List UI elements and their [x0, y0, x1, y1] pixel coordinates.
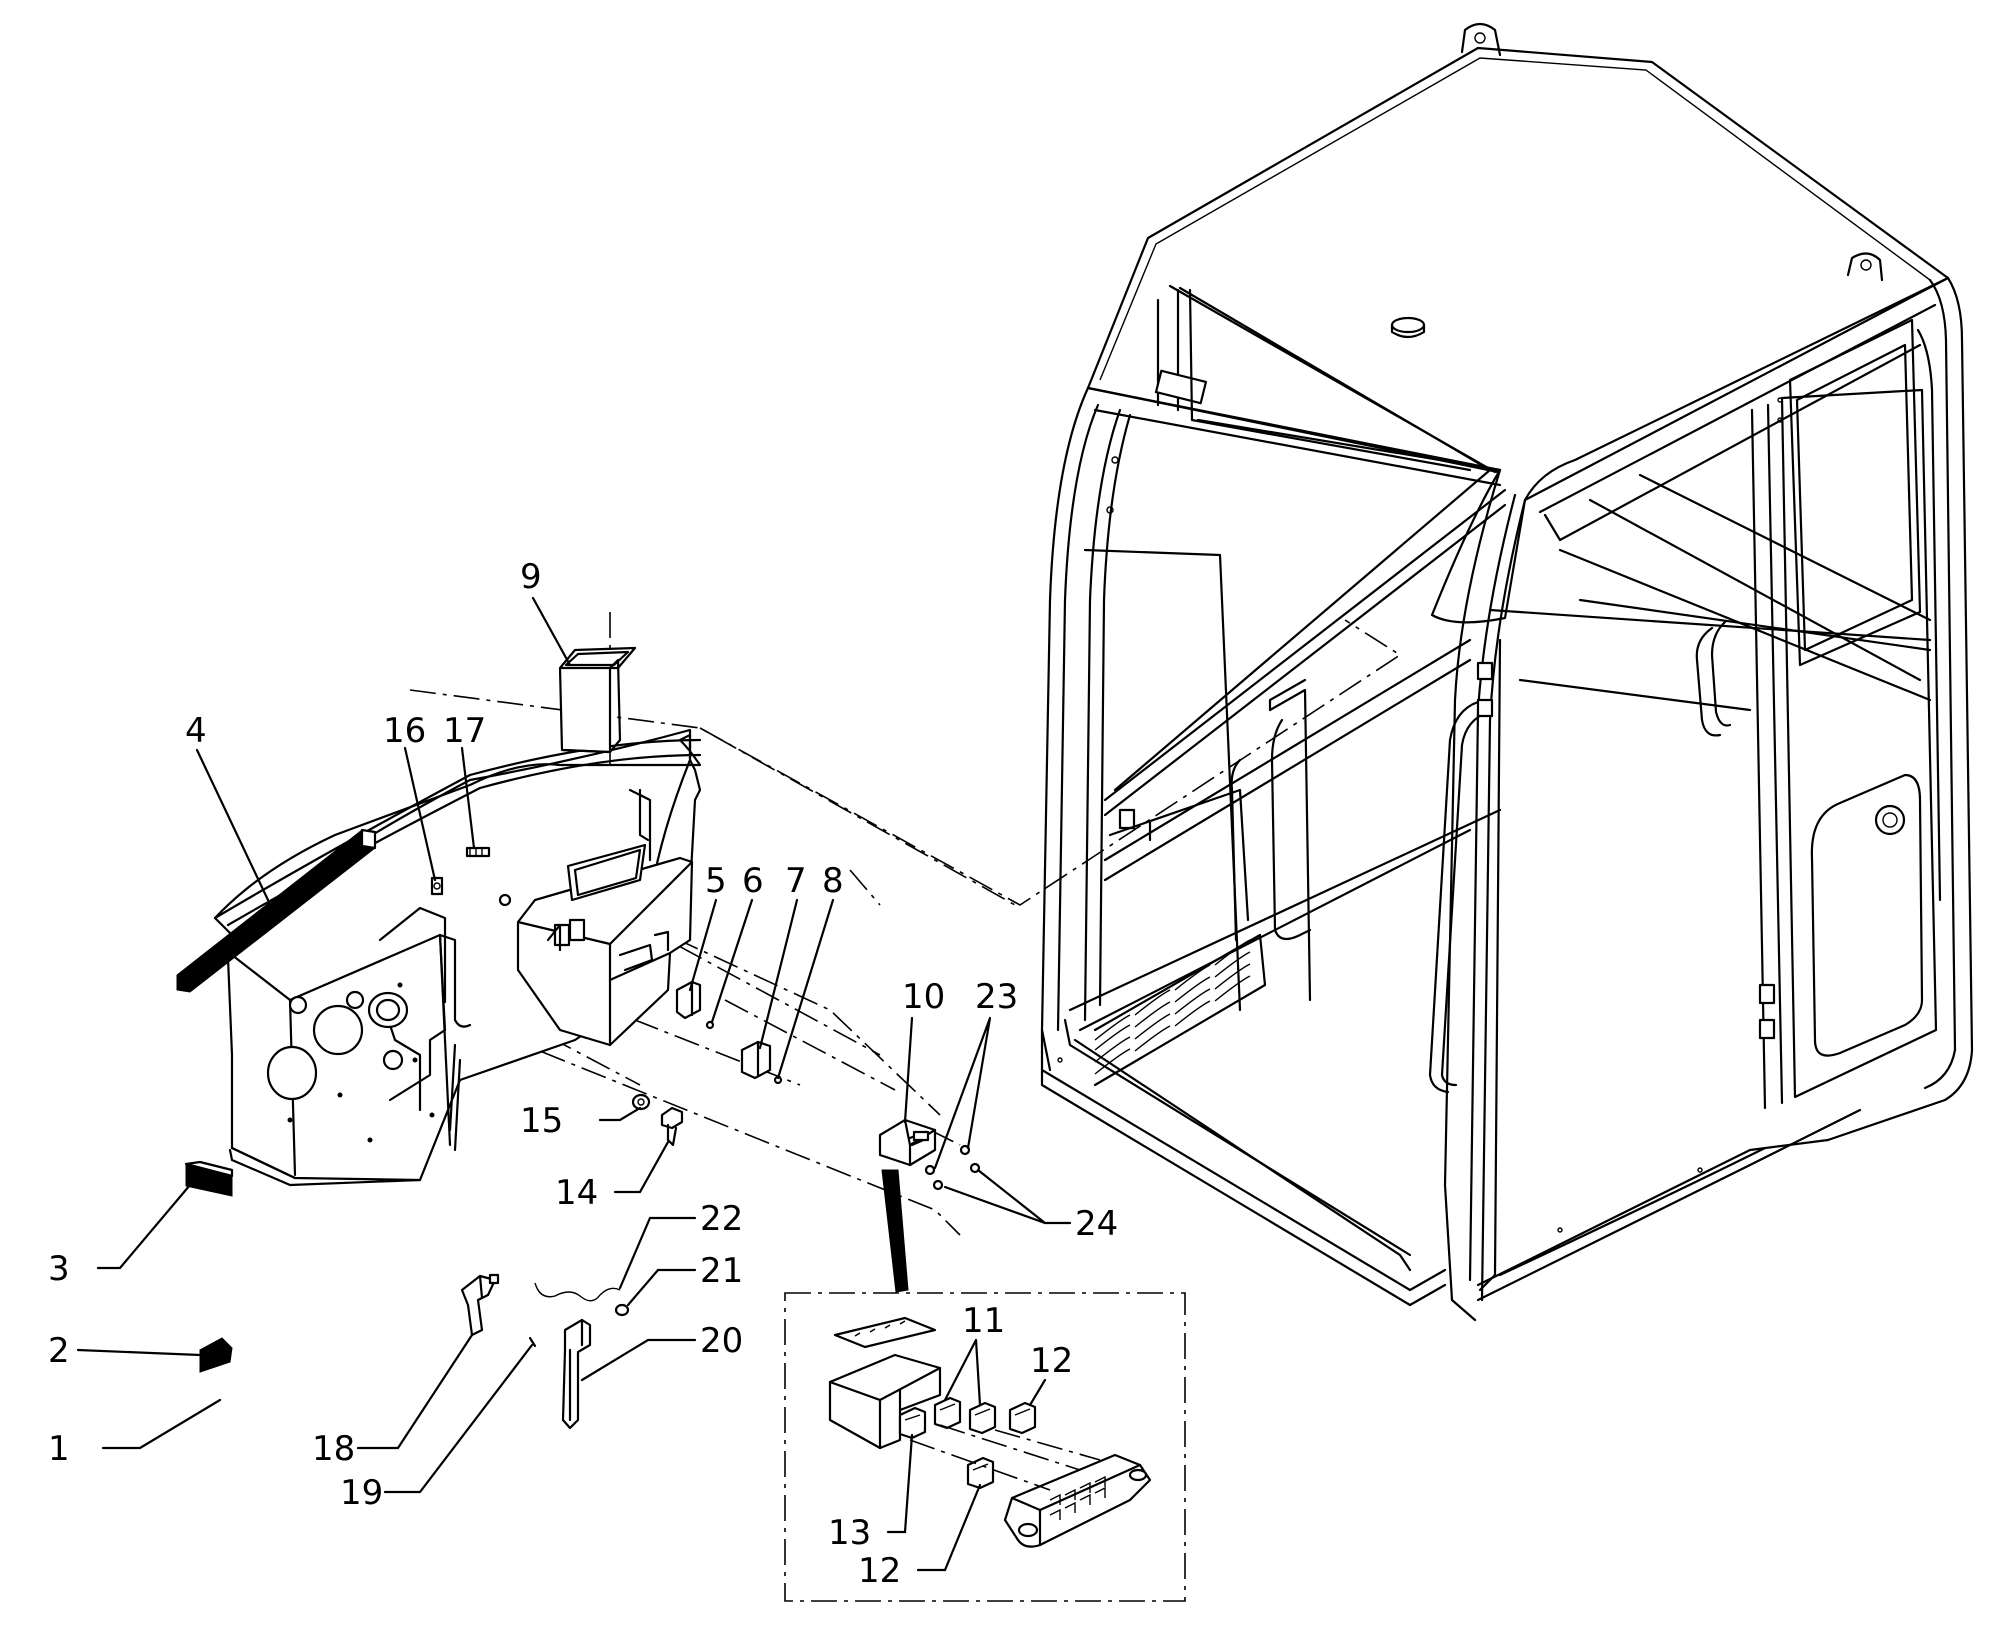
leader-7 [758, 898, 799, 1050]
part-3-trim-block [184, 1160, 234, 1197]
callout-19: 19 [340, 1473, 383, 1513]
part-20-lever [561, 1318, 592, 1430]
part-7-switch [740, 1040, 772, 1080]
part-18-bracket [460, 1273, 500, 1337]
callout-3: 3 [48, 1249, 70, 1289]
part-4-trim-bar [176, 828, 377, 993]
leader-15 [598, 1106, 642, 1122]
leader-1 [101, 1398, 222, 1450]
part-17-connector [465, 846, 491, 858]
leader-5 [688, 898, 718, 992]
part-2-trim-block [199, 1337, 233, 1373]
leader-12a [1028, 1378, 1047, 1407]
detail-pointer [881, 1169, 909, 1293]
console-upper-box [498, 843, 694, 1047]
part-22-cable [534, 1282, 621, 1302]
part-21-knob [614, 1303, 630, 1317]
relay-detail-view [784, 1292, 1186, 1602]
part-16-clip [430, 876, 444, 896]
leader-8 [776, 898, 835, 1080]
callout-10: 10 [902, 977, 945, 1017]
callout-21: 21 [700, 1251, 743, 1291]
leader-4 [195, 748, 270, 902]
leader-6 [710, 898, 754, 1024]
leader-2 [76, 1348, 202, 1357]
leader-23 [933, 1016, 992, 1170]
leader-20 [580, 1338, 697, 1382]
callout-7: 7 [785, 861, 807, 901]
callout-6: 6 [742, 861, 764, 901]
callout-20: 20 [700, 1321, 743, 1361]
callout-12a: 12 [1030, 1341, 1073, 1381]
leader-lines [76, 596, 1072, 1572]
leader-18 [356, 1333, 474, 1450]
callout-15: 15 [520, 1101, 563, 1141]
part-15-washer [631, 1093, 651, 1111]
callout-8: 8 [822, 861, 844, 901]
callout-13: 13 [828, 1513, 871, 1553]
callout-4: 4 [185, 711, 207, 751]
leader-21 [626, 1268, 697, 1307]
leader-22 [618, 1216, 697, 1290]
leader-3 [96, 1183, 192, 1270]
callout-22: 22 [700, 1199, 743, 1239]
part-10-relay-box [878, 1118, 937, 1167]
callout-17: 17 [443, 711, 486, 751]
callout-16: 16 [383, 711, 426, 751]
part-19-pin [528, 1336, 537, 1348]
callout-14: 14 [555, 1173, 598, 1213]
part-24-screw [932, 1162, 981, 1191]
callout-23: 23 [975, 977, 1018, 1017]
callout-2: 2 [48, 1331, 70, 1371]
leader-19 [383, 1343, 534, 1494]
callout-labels: 1 2 3 4 5 6 7 8 9 10 11 12 12 13 14 15 1… [48, 557, 1118, 1591]
leader-11 [943, 1338, 982, 1407]
part-1-console-panel [213, 728, 702, 1187]
part-6-terminal [705, 1020, 715, 1030]
part-9-storage-box [558, 646, 637, 754]
callout-24: 24 [1075, 1204, 1118, 1244]
callout-18: 18 [312, 1429, 355, 1469]
leader-14 [613, 1140, 670, 1194]
part-5-switch [675, 980, 702, 1020]
leader-10 [903, 1016, 914, 1124]
callout-1: 1 [48, 1429, 70, 1469]
leader-13 [886, 1433, 914, 1534]
callout-5: 5 [705, 861, 727, 901]
leader-24 [943, 1168, 1072, 1225]
leader-16 [403, 746, 437, 882]
callout-12b: 12 [858, 1551, 901, 1591]
callout-9: 9 [520, 557, 542, 597]
leader-9 [531, 596, 572, 667]
leader-17 [460, 746, 476, 850]
cab-frame [1040, 22, 1974, 1322]
leader-12b [916, 1483, 982, 1572]
part-14-bolt [660, 1106, 684, 1147]
callout-11: 11 [962, 1301, 1005, 1341]
